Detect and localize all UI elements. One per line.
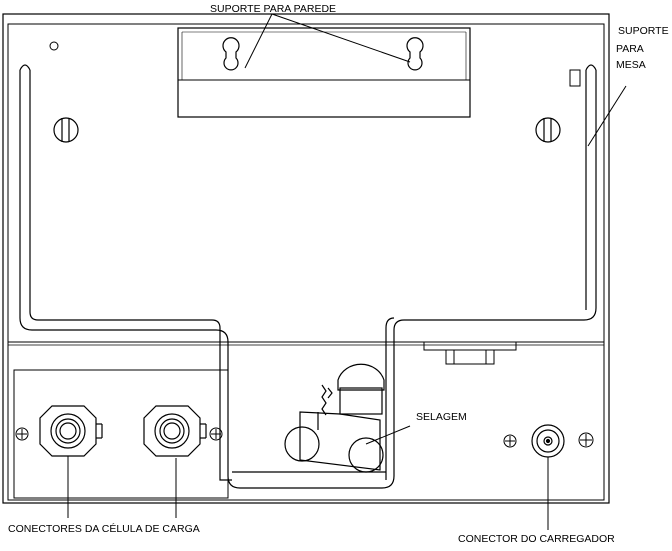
phillips-screw-right — [578, 432, 594, 448]
label-load-cell-connectors: CONECTORES DA CÉLULA DE CARGA — [8, 522, 200, 535]
screw-top-right — [535, 117, 561, 143]
rear-port — [423, 341, 517, 365]
load-cell-connector-1 — [39, 405, 103, 457]
wall-bracket — [177, 27, 471, 118]
label-seal: SELAGEM — [416, 411, 467, 423]
label-table-support-2: PARA — [616, 43, 644, 55]
phillips-screw-left — [15, 427, 29, 441]
label-table-support-1: SUPORTE — [618, 25, 669, 37]
ground-screw — [503, 434, 517, 448]
label-table-support-3: MESA — [616, 59, 646, 71]
load-cell-connector-2 — [143, 405, 207, 457]
charger-connector — [531, 424, 565, 458]
phillips-screw-mid — [209, 427, 223, 441]
leader-lines — [67, 13, 627, 530]
keyhole-slot-left — [222, 37, 240, 71]
connector-panel — [13, 369, 229, 499]
label-wall-support: SUPORTE PARA PAREDE — [210, 3, 336, 15]
support-tab — [569, 69, 581, 87]
housing — [2, 13, 610, 504]
label-charger-connector: CONECTOR DO CARREGADOR — [458, 533, 615, 545]
screw-top-left — [53, 117, 79, 143]
seal-assembly — [284, 363, 385, 473]
keyhole-slot-right — [406, 37, 424, 71]
small-hole — [49, 41, 59, 51]
table-support-frame — [19, 64, 597, 489]
